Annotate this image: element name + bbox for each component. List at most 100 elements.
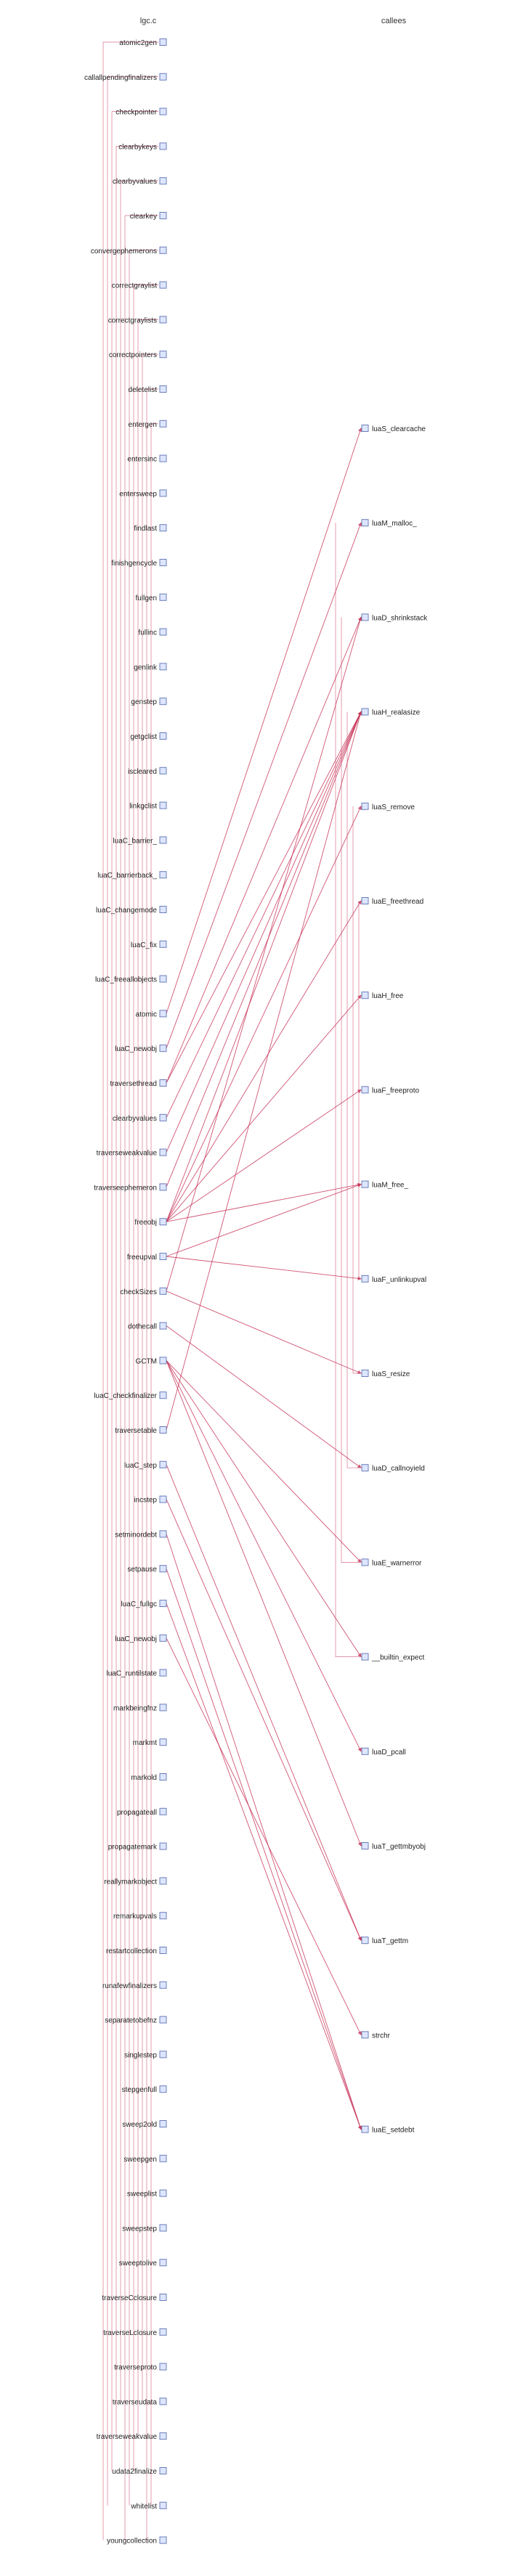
caller-node-box[interactable] — [159, 2328, 167, 2336]
caller-node-box[interactable] — [159, 2397, 167, 2405]
callee-node-box[interactable] — [361, 1464, 369, 1472]
caller-node-box[interactable] — [159, 1565, 167, 1573]
caller-node-box[interactable] — [159, 801, 167, 809]
caller-node-box[interactable] — [159, 524, 167, 532]
caller-node-box[interactable] — [159, 2432, 167, 2440]
caller-node-box[interactable] — [159, 1634, 167, 1642]
caller-node-box[interactable] — [159, 871, 167, 879]
caller-node-box[interactable] — [159, 420, 167, 428]
callee-node-box[interactable] — [361, 519, 369, 527]
caller-node-box[interactable] — [159, 142, 167, 150]
caller-node-box[interactable] — [159, 2259, 167, 2267]
caller-node-box[interactable] — [159, 1322, 167, 1330]
caller-node-box[interactable] — [159, 1287, 167, 1295]
caller-node-box[interactable] — [159, 2016, 167, 2024]
callee-node-box[interactable] — [361, 1275, 369, 1283]
caller-node-box[interactable] — [159, 351, 167, 359]
caller-node-box[interactable] — [159, 1807, 167, 1815]
caller-node-box[interactable] — [159, 836, 167, 844]
caller-node-box[interactable] — [159, 1010, 167, 1018]
callee-node-box[interactable] — [361, 613, 369, 621]
caller-node-box[interactable] — [159, 107, 167, 115]
call-edge — [166, 994, 362, 1222]
caller-label: traverseCclosure — [102, 2294, 157, 2302]
caller-node-box[interactable] — [159, 1079, 167, 1087]
callee-label: luaF_freeproto — [372, 1087, 419, 1095]
caller-node-box[interactable] — [159, 1426, 167, 1434]
caller-node-box[interactable] — [159, 38, 167, 46]
callee-node-box[interactable] — [361, 708, 369, 716]
caller-node-box[interactable] — [159, 1391, 167, 1399]
caller-node-box[interactable] — [159, 906, 167, 913]
callee-node-box[interactable] — [361, 425, 369, 432]
caller-node-box[interactable] — [159, 766, 167, 774]
caller-node-box[interactable] — [159, 1773, 167, 1780]
caller-label: luaC_newobj — [115, 1635, 157, 1643]
caller-node-box[interactable] — [159, 1148, 167, 1156]
caller-node-box[interactable] — [159, 1600, 167, 1607]
caller-label: setpause — [127, 1566, 157, 1574]
caller-node-box[interactable] — [159, 1704, 167, 1712]
caller-node-box[interactable] — [159, 2294, 167, 2301]
caller-node-box[interactable] — [159, 2224, 167, 2232]
caller-node-box[interactable] — [159, 2536, 167, 2544]
caller-node-box[interactable] — [159, 1738, 167, 1746]
callee-node-box[interactable] — [361, 1653, 369, 1661]
callee-node-box[interactable] — [361, 991, 369, 999]
callee-label: luaE_setdebt — [372, 2127, 415, 2135]
caller-node-box[interactable] — [159, 212, 167, 219]
callee-node-box[interactable] — [361, 1558, 369, 1566]
caller-node-box[interactable] — [159, 2085, 167, 2093]
callee-node-box[interactable] — [361, 1370, 369, 1377]
call-edge — [166, 1464, 362, 1942]
caller-node-box[interactable] — [159, 559, 167, 566]
caller-node-box[interactable] — [159, 177, 167, 185]
callee-node-box[interactable] — [361, 1180, 369, 1188]
callee-label: luaE_freethread — [372, 898, 423, 906]
caller-node-box[interactable] — [159, 281, 167, 289]
caller-node-box[interactable] — [159, 628, 167, 636]
caller-node-box[interactable] — [159, 2467, 167, 2474]
caller-node-box[interactable] — [159, 1530, 167, 1538]
caller-node-box[interactable] — [159, 73, 167, 81]
caller-node-box[interactable] — [159, 1981, 167, 1989]
caller-node-box[interactable] — [159, 1877, 167, 1885]
caller-node-box[interactable] — [159, 385, 167, 393]
caller-node-box[interactable] — [159, 2050, 167, 2058]
caller-node-box[interactable] — [159, 698, 167, 706]
caller-node-box[interactable] — [159, 454, 167, 462]
callee-node-box[interactable] — [361, 2031, 369, 2039]
caller-node-box[interactable] — [159, 663, 167, 671]
caller-node-box[interactable] — [159, 2501, 167, 2509]
callee-node-box[interactable] — [361, 1086, 369, 1094]
caller-node-box[interactable] — [159, 1183, 167, 1191]
caller-node-box[interactable] — [159, 975, 167, 983]
caller-node-box[interactable] — [159, 1044, 167, 1052]
caller-node-box[interactable] — [159, 2363, 167, 2371]
caller-node-box[interactable] — [159, 1357, 167, 1365]
caller-node-box[interactable] — [159, 1460, 167, 1468]
caller-node-box[interactable] — [159, 2189, 167, 2197]
caller-node-box[interactable] — [159, 1113, 167, 1121]
caller-node-box[interactable] — [159, 489, 167, 497]
caller-node-box[interactable] — [159, 732, 167, 740]
caller-node-box[interactable] — [159, 1495, 167, 1503]
caller-node-box[interactable] — [159, 1947, 167, 1954]
callee-node-box[interactable] — [361, 802, 369, 810]
callee-node-box[interactable] — [361, 1937, 369, 1945]
caller-node-box[interactable] — [159, 2120, 167, 2127]
caller-node-box[interactable] — [159, 1842, 167, 1850]
callee-node-box[interactable] — [361, 1842, 369, 1849]
caller-node-box[interactable] — [159, 593, 167, 601]
caller-node-box[interactable] — [159, 1669, 167, 1677]
callee-node-box[interactable] — [361, 2125, 369, 2133]
caller-node-box[interactable] — [159, 2154, 167, 2162]
callee-node-box[interactable] — [361, 897, 369, 904]
caller-node-box[interactable] — [159, 316, 167, 324]
caller-node-box[interactable] — [159, 1912, 167, 1920]
caller-node-box[interactable] — [159, 940, 167, 948]
caller-node-box[interactable] — [159, 1253, 167, 1260]
caller-node-box[interactable] — [159, 246, 167, 254]
callee-node-box[interactable] — [361, 1747, 369, 1755]
caller-node-box[interactable] — [159, 1218, 167, 1226]
